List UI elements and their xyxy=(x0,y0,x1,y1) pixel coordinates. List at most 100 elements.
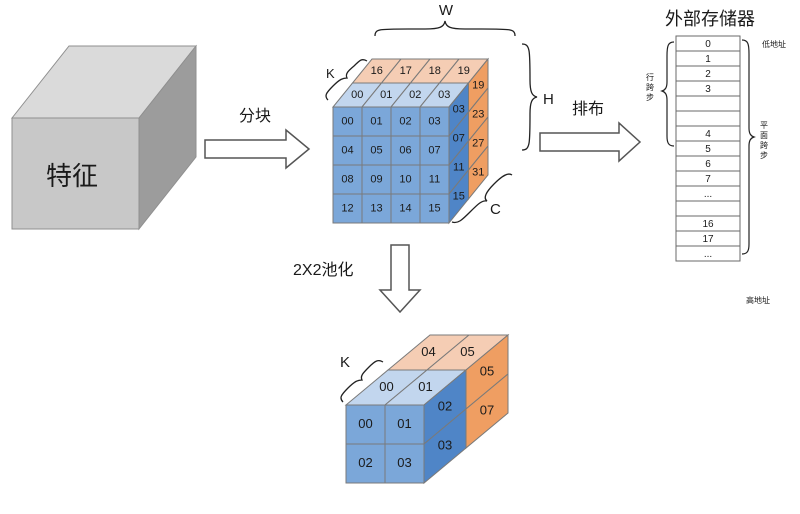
big-cube-right-front-cell-label: 11 xyxy=(453,161,464,173)
feature-block-front xyxy=(11,117,140,230)
big-cube-right-back-cell-label: 23 xyxy=(472,108,484,120)
big-cube-front-cell-label: 12 xyxy=(341,202,353,214)
channel-brace: C xyxy=(451,173,513,224)
big-cube-front-cell xyxy=(419,164,450,195)
memory-cell xyxy=(675,95,741,112)
memory-cell-label: 4 xyxy=(705,129,711,140)
big-cube-front-cell-label: 03 xyxy=(428,115,440,127)
big-cube-front-cell-label: 04 xyxy=(341,144,353,156)
small-cube-right-back-cell-label: 05 xyxy=(480,363,494,378)
big-cube-front-cell xyxy=(419,135,450,166)
small-cube-front-cell-label: 01 xyxy=(397,416,411,431)
small-cube-top-back-cell-label: 04 xyxy=(421,344,435,359)
small-cube-right-back-cell-label: 07 xyxy=(480,402,494,417)
small-cube-front-cell xyxy=(384,443,425,484)
big-cube-front-cell-label: 13 xyxy=(370,202,382,214)
split-label: 分块 xyxy=(239,107,271,125)
high-address-label: 高地址 xyxy=(746,295,770,305)
plane-stride-brace xyxy=(741,39,756,255)
small-cube-top-back-cell-label: 05 xyxy=(460,344,474,359)
big-cube-right-front-cell-label: 03 xyxy=(453,103,465,115)
big-cube-front-cell-label: 11 xyxy=(429,173,440,185)
big-cube-top-back-cell-label: 18 xyxy=(429,65,441,77)
split-arrow: 分块 xyxy=(204,107,311,170)
big-cube-front-cell-label: 15 xyxy=(428,202,440,214)
pool-arrow-shape xyxy=(378,244,422,314)
memory-cell-label: 6 xyxy=(705,159,711,170)
big-cube-front-cell-label: 07 xyxy=(428,144,440,156)
small-cube-top-front-cell-label: 00 xyxy=(379,379,393,394)
memory-cell xyxy=(675,110,741,127)
feature-block: 特征 xyxy=(10,44,198,231)
small-cube-front-cell-label: 00 xyxy=(358,416,372,431)
memory-cells: 01234567...1617... xyxy=(675,35,741,262)
big-cube-front-cell xyxy=(332,135,363,166)
big-cube-front-cell-label: 08 xyxy=(341,173,353,185)
pool-arrow: 2X2池化 xyxy=(293,244,422,314)
memory-title: 外部存储器 xyxy=(665,9,755,29)
channel-label: C xyxy=(490,201,501,218)
small-cube-front-cell xyxy=(384,404,425,445)
width-brace: W xyxy=(374,2,516,37)
big-cube-top-back-cell-label: 19 xyxy=(458,65,470,77)
big-cube-front-cell-label: 05 xyxy=(370,144,382,156)
memory-cell-label: 1 xyxy=(705,54,711,65)
height-brace: H xyxy=(521,43,554,151)
plane-stride-label: 平面跨步 xyxy=(760,121,768,160)
big-cube-right-back-cell-label: 27 xyxy=(472,137,484,149)
big-cube-right-front-cell-label: 15 xyxy=(453,190,465,202)
big-cube-top-back-cell-label: 17 xyxy=(400,65,412,77)
big-cube-right-front-cell-label: 07 xyxy=(453,132,465,144)
big-cube-front-cell-label: 06 xyxy=(399,144,411,156)
memory-cell xyxy=(675,245,741,262)
memory-cell-label: ... xyxy=(704,189,712,200)
k-label-big: K xyxy=(326,66,335,81)
small-cube-right-front-cell-label: 03 xyxy=(438,437,452,452)
memory-cell-label: 2 xyxy=(705,69,711,80)
row-stride-brace xyxy=(660,41,675,147)
big-cube-front-cell-label: 01 xyxy=(370,115,382,127)
big-cube-front-cell xyxy=(361,193,392,224)
k-label-small: K xyxy=(340,354,350,371)
memory-cell-label: 3 xyxy=(705,84,711,95)
big-cube-top-back-cell-label: 16 xyxy=(371,65,383,77)
split-arrow-shape xyxy=(204,128,311,170)
width-label: W xyxy=(439,2,454,19)
big-cube-top-front-cell-label: 00 xyxy=(351,89,363,101)
big-cube-front-cell-label: 09 xyxy=(370,173,382,185)
big-cube-top-front-cell-label: 02 xyxy=(409,89,421,101)
memory-cell-label: ... xyxy=(704,249,712,260)
big-cube-front-cell xyxy=(332,193,363,224)
k-brace-big: K xyxy=(325,59,368,101)
layout-label: 排布 xyxy=(572,100,604,118)
big-cube-top-front-cell-label: 03 xyxy=(438,89,450,101)
small-cube-right-front-cell-label: 02 xyxy=(438,398,452,413)
k-brace-small: K xyxy=(340,354,384,403)
big-cube-front-cell xyxy=(419,193,450,224)
big-cube-front-cell-label: 02 xyxy=(399,115,411,127)
big-cube-front-cell-label: 14 xyxy=(399,202,411,214)
row-stride-label: 行跨步 xyxy=(646,72,654,102)
low-address-label: 低地址 xyxy=(762,39,786,49)
big-cube-front-cell-label: 00 xyxy=(341,115,353,127)
small-cube-front-cell-label: 02 xyxy=(358,455,372,470)
small-cube-front-cell-label: 03 xyxy=(397,455,411,470)
memory-cell xyxy=(675,200,741,217)
layout-arrow: 排布 xyxy=(539,100,642,163)
big-cube-front-cell xyxy=(361,135,392,166)
big-cube-front-cell xyxy=(390,193,421,224)
big-cube-front-cell xyxy=(390,164,421,195)
memory-cell-label: 5 xyxy=(705,144,711,155)
memory-cell-label: 16 xyxy=(702,219,714,230)
big-cube-right-back-cell-label: 19 xyxy=(472,79,484,91)
layout-arrow-shape xyxy=(539,121,642,163)
pool-label: 2X2池化 xyxy=(293,261,353,279)
memory-cell-label: 7 xyxy=(705,174,711,185)
memory-cell-label: 17 xyxy=(702,234,714,245)
big-cube-top-front-cell-label: 01 xyxy=(380,89,392,101)
